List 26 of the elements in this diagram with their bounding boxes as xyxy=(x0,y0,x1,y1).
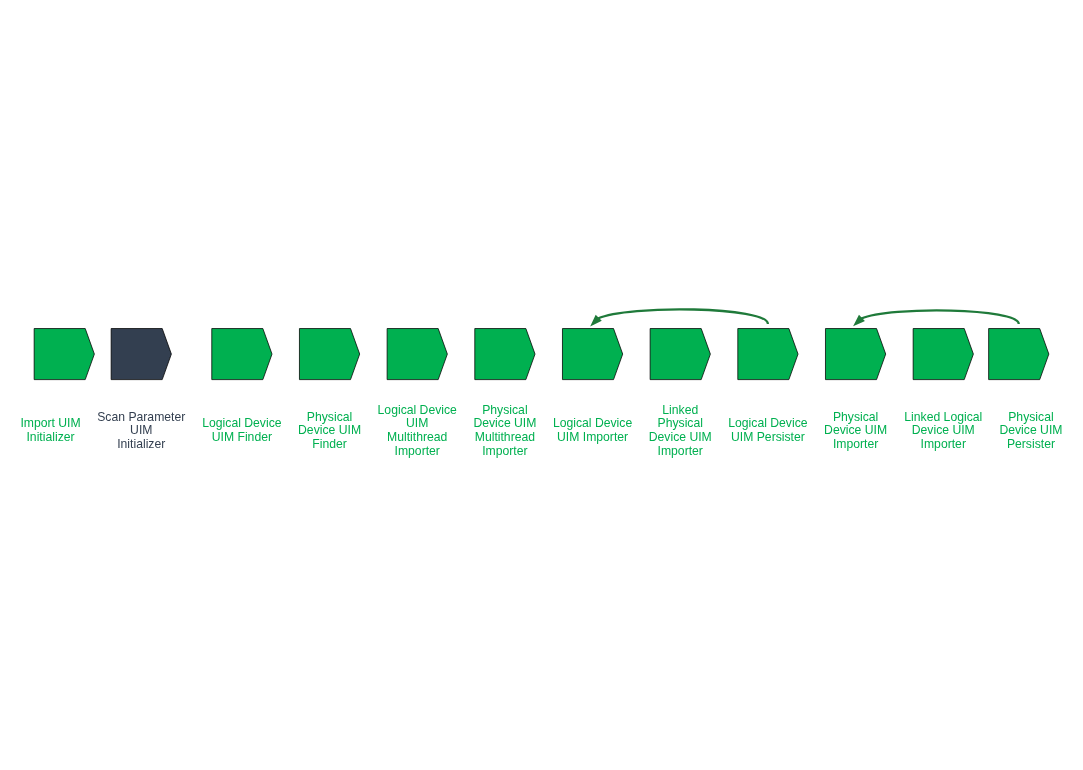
node-label: Physical Device UIM Persister xyxy=(999,409,1063,451)
node-chevron xyxy=(737,327,799,380)
node-chevron xyxy=(649,327,711,380)
node-chevron xyxy=(110,327,172,380)
node-chevron xyxy=(562,327,624,380)
node-label: Linked Logical Device UIM Importer xyxy=(904,409,983,451)
node-chevron xyxy=(299,327,361,380)
node-label: Logical Device UIM Multithread Importer xyxy=(377,402,457,458)
node-chevron xyxy=(211,327,273,380)
node-chevron xyxy=(825,327,887,380)
node-label: Logical Device UIM Importer xyxy=(552,415,633,444)
node-label: Physical Device UIM Importer xyxy=(824,409,888,451)
node-chevron xyxy=(988,327,1050,380)
arrow xyxy=(590,307,769,326)
arrow xyxy=(853,308,1020,326)
node-label: Scan Parameter UIM Initializer xyxy=(97,409,186,451)
node-label: Physical Device UIM Finder xyxy=(298,409,362,451)
node-chevron xyxy=(912,327,974,380)
node-chevron xyxy=(33,327,95,380)
node-label: Physical Device UIM Multithread Importer xyxy=(473,402,537,458)
node-label: Logical Device UIM Finder xyxy=(202,415,282,444)
node-chevron xyxy=(386,327,448,380)
node-label: Linked Physical Device UIM Importer xyxy=(648,402,712,458)
node-label: Import UIM Initializer xyxy=(20,415,81,444)
node-label: Logical Device UIM Persister xyxy=(728,415,808,444)
node-chevron xyxy=(474,327,536,380)
